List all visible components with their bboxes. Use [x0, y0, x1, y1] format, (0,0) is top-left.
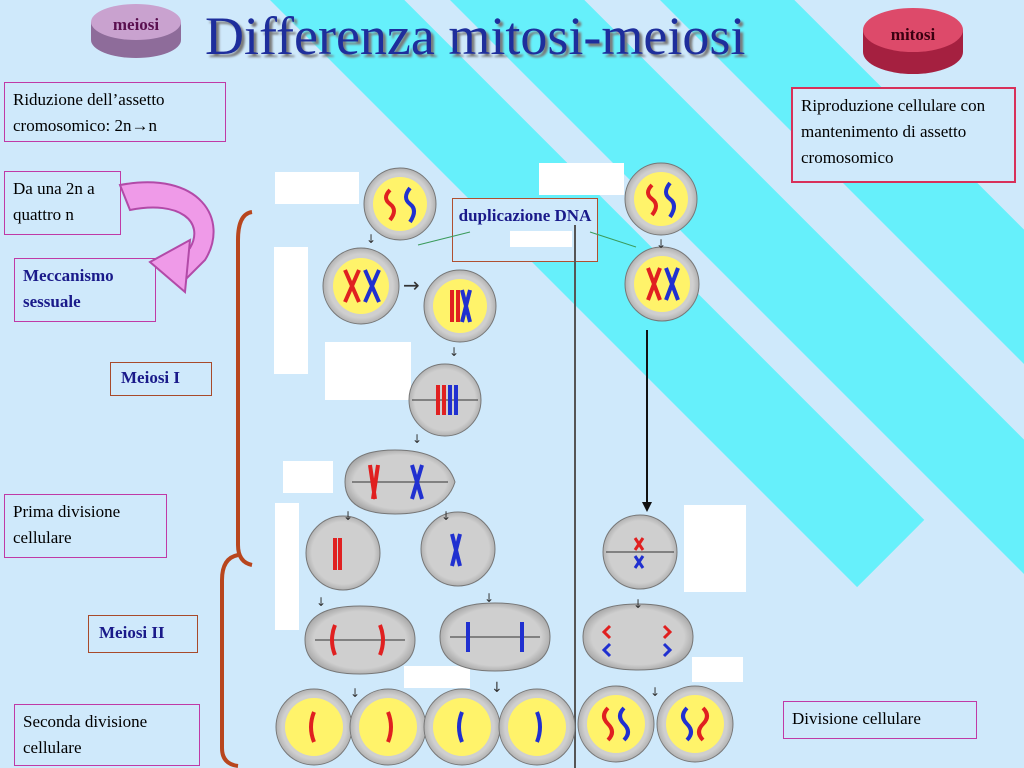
cell — [624, 162, 698, 236]
svg-text:↓: ↓ — [366, 232, 376, 246]
divisione-cellulare-text: Divisione cellulare — [792, 709, 921, 728]
blank-label — [283, 461, 333, 493]
svg-text:↓: ↓ — [484, 591, 494, 605]
mitosi-badge: mitosi — [863, 8, 963, 74]
svg-text:↓: ↓ — [633, 597, 643, 611]
svg-text:↓: ↓ — [449, 345, 459, 359]
blank-label — [684, 505, 746, 592]
meiosi-badge: meiosi — [91, 4, 181, 58]
prima-divisione-text: Prima divisione cellulare — [13, 502, 121, 547]
duplicazione-box: duplicazione DNA — [452, 198, 598, 262]
svg-text:↓: ↓ — [350, 686, 360, 700]
blank-label — [510, 231, 572, 247]
svg-text:↓: ↓ — [343, 509, 353, 523]
cell — [439, 602, 551, 672]
brace-meiosi-1 — [236, 210, 253, 567]
seconda-divisione-text: Seconda divisione cellulare — [23, 712, 148, 757]
riproduzione-text: Riproduzione cellulare con mantenimento … — [801, 96, 986, 167]
cell — [305, 515, 381, 591]
riduzione-box: Riduzione dell’assetto cromosomico: 2n→n — [4, 82, 226, 142]
seconda-divisione-box: Seconda divisione cellulare — [14, 704, 200, 766]
cell — [408, 363, 482, 437]
da-una-box: Da una 2n a quattro n — [4, 171, 121, 235]
svg-text:→: → — [403, 273, 420, 297]
blank-label — [539, 163, 624, 195]
svg-text:↓: ↓ — [441, 509, 451, 523]
divisione-cellulare-box: Divisione cellulare — [783, 701, 977, 739]
blank-label — [325, 342, 411, 400]
mitosi-badge-label: mitosi — [891, 25, 936, 44]
cell — [582, 603, 694, 671]
meiosi-2-box: Meiosi II — [88, 615, 198, 653]
brace-meiosi-2 — [220, 553, 239, 768]
cell — [423, 688, 501, 766]
blank-label — [275, 503, 299, 630]
svg-text:↓: ↓ — [650, 685, 660, 699]
riduzione-text: Riduzione dell’assetto cromosomico: 2n→n — [13, 90, 165, 135]
meccanismo-box: Meccanismo sessuale — [14, 258, 156, 322]
svg-text:↓: ↓ — [412, 432, 422, 446]
cell — [624, 246, 700, 322]
meiosi-badge-label: meiosi — [113, 15, 160, 34]
riproduzione-box: Riproduzione cellulare con mantenimento … — [791, 87, 1016, 183]
cell — [304, 605, 416, 675]
svg-text:↓: ↓ — [656, 237, 666, 251]
cell — [363, 167, 437, 241]
svg-text:↓: ↓ — [316, 595, 326, 609]
page-title: Differenza mitosi-meiosi — [205, 6, 746, 66]
curved-arrow-icon — [118, 181, 215, 295]
prima-divisione-box: Prima divisione cellulare — [4, 494, 167, 558]
meccanismo-text: Meccanismo sessuale — [23, 266, 114, 311]
arrow-icon: ↓ → ↓ ↓ ↓ ↓ ↓ ↓ ↓ ↓ ↓ ↓ ↓ — [316, 232, 666, 700]
blank-label — [274, 247, 308, 374]
meiosi-2-text: Meiosi II — [99, 623, 165, 642]
cell — [498, 688, 576, 766]
cell — [656, 685, 734, 763]
blank-label — [404, 666, 470, 688]
blank-label — [692, 657, 743, 682]
cell — [322, 247, 400, 325]
cell — [420, 511, 496, 587]
cell — [423, 269, 497, 343]
cell — [344, 449, 456, 515]
cell — [275, 688, 353, 766]
meiosi-1-text: Meiosi I — [121, 368, 181, 387]
da-una-text: Da una 2n a quattro n — [13, 179, 95, 224]
svg-text:↓: ↓ — [491, 680, 503, 696]
meiosi-1-box: Meiosi I — [110, 362, 212, 396]
blank-label — [275, 172, 359, 204]
cell — [577, 685, 655, 763]
cell — [349, 688, 427, 766]
duplicazione-text: duplicazione DNA — [458, 206, 592, 225]
cell — [602, 514, 678, 590]
